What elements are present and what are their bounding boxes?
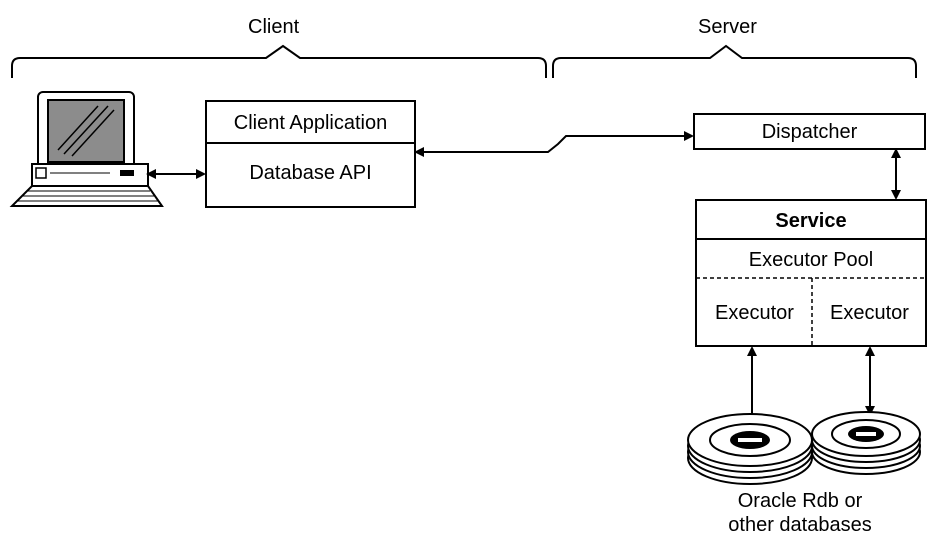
database-disks-icon — [687, 411, 921, 485]
client-application-box: Client Application Database API — [205, 100, 416, 208]
computer-icon — [9, 91, 164, 207]
client-group-label: Client — [248, 16, 300, 38]
executor-pool-label: Executor Pool — [748, 249, 874, 271]
dispatcher-label: Dispatcher — [761, 121, 858, 143]
client-app-divider — [207, 142, 414, 144]
service-title: Service — [775, 210, 847, 232]
dispatcher-box: Dispatcher — [693, 113, 926, 150]
databases-caption-line2: other databases — [728, 514, 872, 536]
executor-right-label: Executor — [830, 302, 909, 324]
server-brace — [552, 44, 917, 78]
server-group-label: Server — [698, 16, 757, 38]
network-arrow — [414, 131, 694, 157]
client-application-title: Client Application — [233, 112, 388, 134]
databases-caption-line1: Oracle Rdb or — [737, 490, 863, 512]
client-brace — [11, 44, 547, 78]
executor-left-label: Executor — [715, 302, 794, 324]
database-api-label: Database API — [249, 162, 372, 184]
service-box: Service Executor Pool Executor Executor — [695, 199, 927, 347]
